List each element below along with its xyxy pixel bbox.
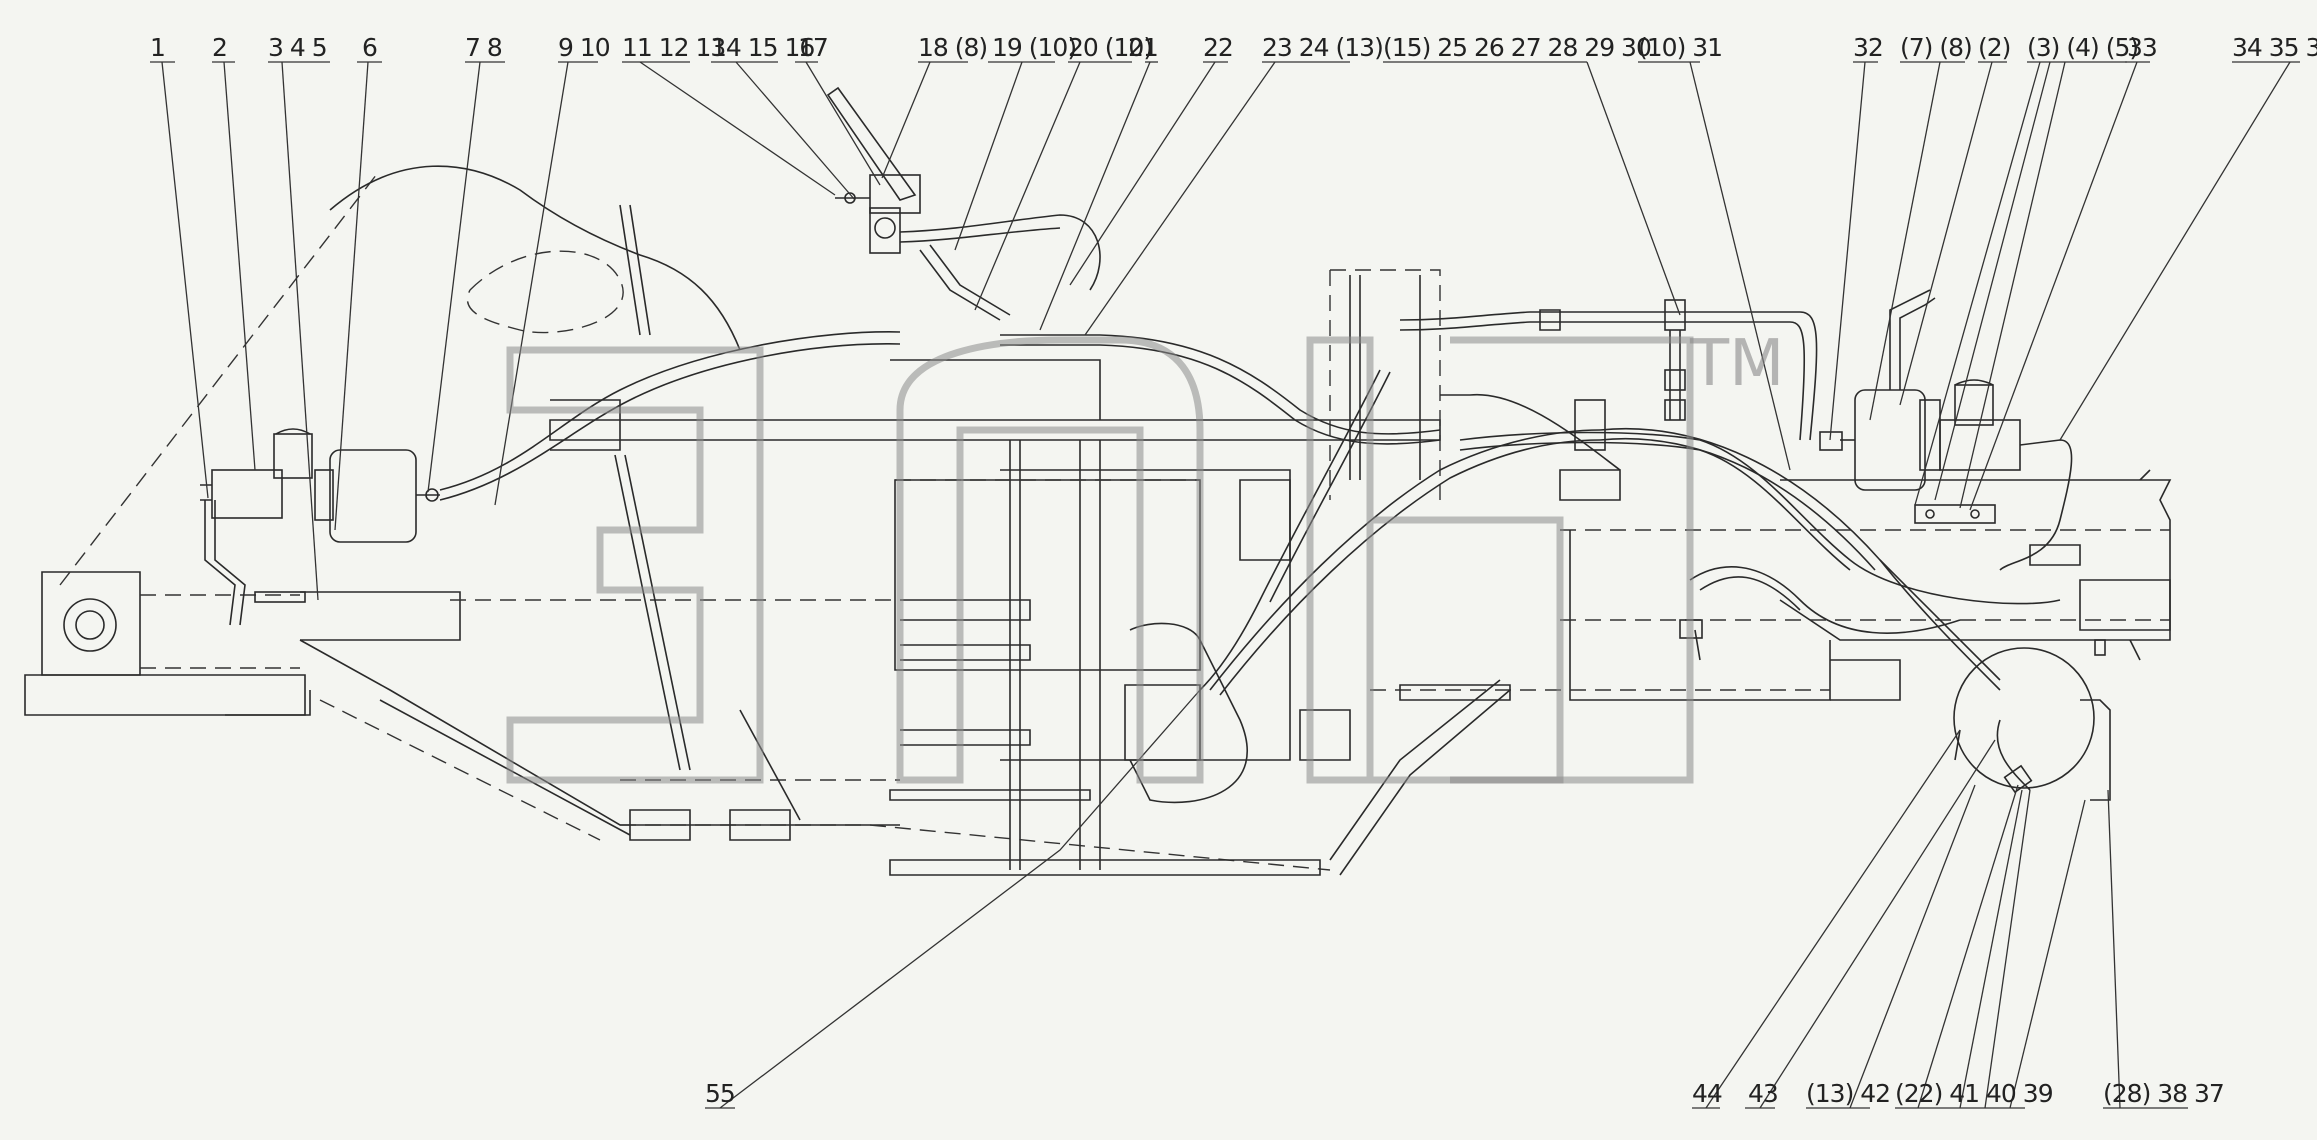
hose-lines [439,299,2061,696]
brake-booster-left [200,428,440,626]
callout-19-10: 19 (10) [992,33,1076,62]
callout-10-31: (10) 31 [1638,33,1722,62]
callout-6: 6 [362,33,377,62]
callout-14-15-16: 14 15 16 [711,33,814,62]
callout-13-42: (13) 42 [1806,1079,1890,1108]
callout-15-25-30: (15) 25 26 27 28 29 30 [1383,33,1651,62]
callout-7-8-right: (7) (8) [1900,33,1972,62]
callout-2-right: (2) [1978,33,2010,62]
callout-1: 1 [150,33,165,62]
callout-17: 17 [798,33,828,62]
callout-22-41-40-39: (22) 41 40 39 [1895,1079,2053,1108]
callout-23-24-13: 23 24 (13) [1262,33,1383,62]
watermark-tm: TM [1689,327,1784,401]
callout-21: 21 [1128,33,1158,62]
air-tank [1953,639,2111,801]
callout-7-8: 7 8 [465,33,502,62]
callout-11-12-13: 11 12 13 [622,33,725,62]
callout-3-4-5: 3 4 5 [268,33,327,62]
callout-34-35-36: 34 35 36 [2232,33,2317,62]
callout-44: 44 [1692,1079,1722,1108]
callout-labels: 1 2 3 4 5 6 7 8 9 10 11 12 13 14 15 16 1… [150,33,2317,1108]
callout-55: 55 [705,1079,735,1108]
callout-28-38-37: (28) 38 37 [2103,1079,2224,1108]
callout-43: 43 [1748,1079,1778,1108]
leader-lines [150,61,2300,1109]
callout-18-8: 18 (8) [918,33,987,62]
callout-2: 2 [212,33,227,62]
watermark-logo: TM [506,327,1784,784]
callout-22: 22 [1203,33,1233,62]
callout-32: 32 [1853,33,1883,62]
brake-booster-right [1819,289,2073,571]
callout-20-10: 20 (10) [1068,33,1152,62]
callout-3-4-5-right: (3) (4) (5) [2027,33,2138,62]
callout-33: 33 [2127,33,2157,62]
callout-9-10: 9 10 [558,33,610,62]
brake-valve-top [826,86,1101,321]
